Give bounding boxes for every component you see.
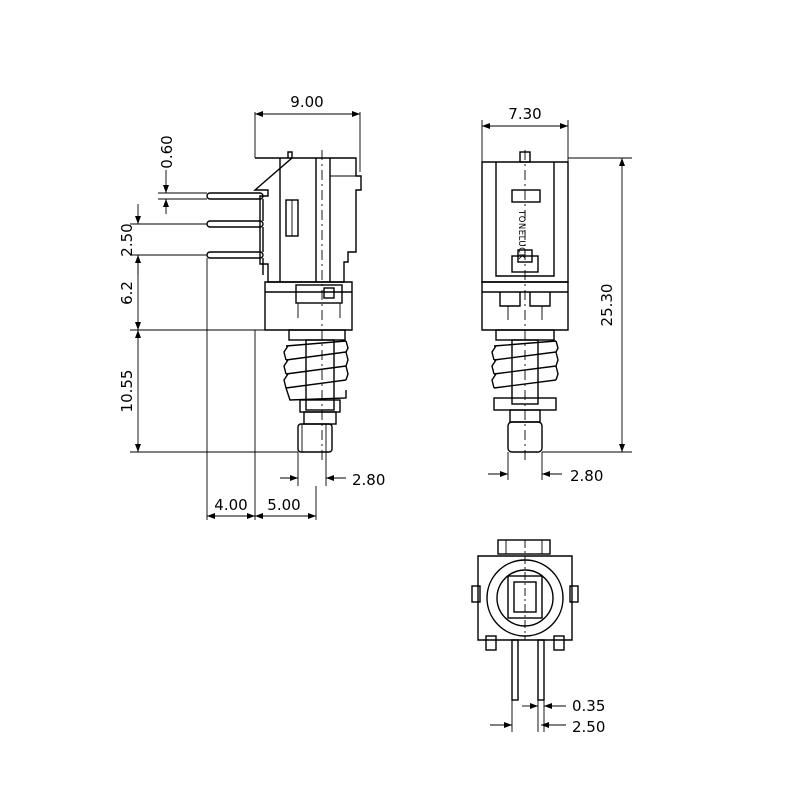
front-view: 7.30 TONELUCK 25.30 <box>481 105 632 485</box>
dim-lower-offset: 6.2 <box>118 281 136 305</box>
brand-label: TONELUCK <box>516 209 526 260</box>
dim-total-height: 25.30 <box>598 284 616 327</box>
dim-plunger-dia-front: 2.80 <box>570 467 603 485</box>
dim-side-width: 9.00 <box>290 93 323 111</box>
side-pins <box>206 192 264 275</box>
dim-bottom-pin-pitch: 2.50 <box>572 718 605 736</box>
dim-pin-offset-a: 4.00 <box>214 496 247 514</box>
dim-pin-offset-b: 5.00 <box>267 496 300 514</box>
dim-pin-width: 0.35 <box>572 697 605 715</box>
bottom-view: 0.35 2.50 <box>471 539 605 736</box>
dim-plunger-dia-side: 2.80 <box>352 471 385 489</box>
dim-pin-pitch: 2.50 <box>118 223 136 256</box>
side-view: 9.00 <box>118 93 385 520</box>
dim-pin-thickness: 0.60 <box>158 135 176 168</box>
dim-plunger-travel: 10.55 <box>118 370 136 413</box>
side-spring <box>283 340 349 401</box>
dim-front-width: 7.30 <box>508 105 541 123</box>
